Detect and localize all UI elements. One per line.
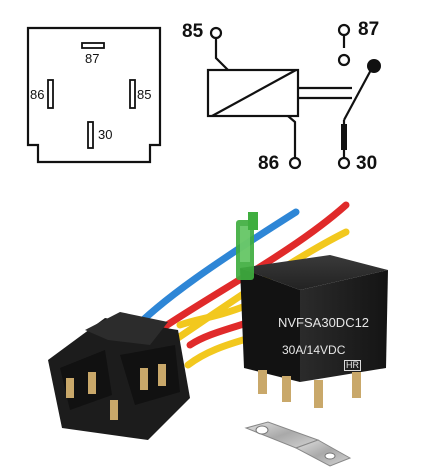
fuse <box>236 212 258 280</box>
relay-socket <box>48 312 190 440</box>
schematic-label-85: 85 <box>182 21 204 42</box>
wire-yellow-bottom <box>176 301 252 329</box>
relay-body <box>240 255 388 408</box>
footprint-slot-85 <box>129 79 136 109</box>
schematic-label-86: 86 <box>258 153 280 174</box>
footprint-label-86: 86 <box>30 87 45 102</box>
mounting-bracket <box>244 421 352 467</box>
footprint-slot-87 <box>81 42 105 49</box>
schematic-terminal-87-contact <box>337 53 351 67</box>
schematic-pivot-dot <box>367 59 381 73</box>
footprint-slot-86 <box>47 79 54 109</box>
footprint-label-87: 87 <box>85 51 100 66</box>
footprint-label-30: 30 <box>98 127 113 142</box>
relay-rating-label: 30A/14VDC <box>282 343 346 357</box>
schematic-label-30: 30 <box>356 153 378 174</box>
footprint-outline <box>26 26 162 164</box>
schematic-terminal-30 <box>337 156 351 170</box>
footprint-slot-30 <box>87 121 94 149</box>
schematic-label-87: 87 <box>358 19 380 40</box>
relay-model-label: NVFSA30DC12 <box>278 315 370 330</box>
schematic-terminal-86 <box>288 156 302 170</box>
footprint-label-85: 85 <box>137 87 152 102</box>
relay-logo: HR <box>344 360 361 371</box>
